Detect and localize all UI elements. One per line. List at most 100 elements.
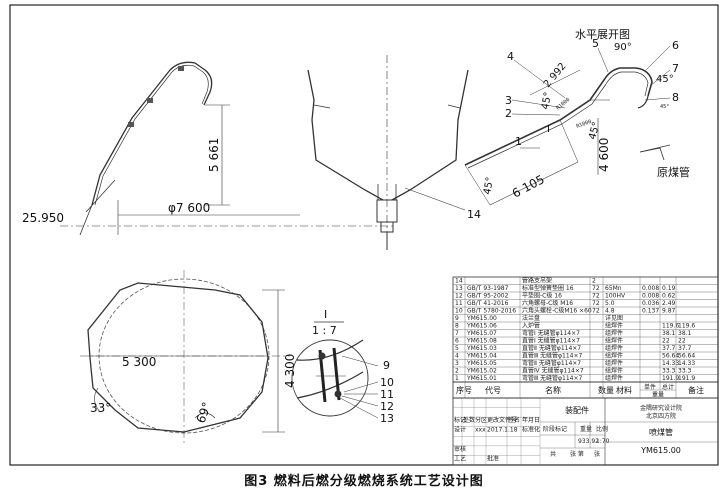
bom-seq: 1 xyxy=(455,375,459,382)
bom-seq: 3 xyxy=(455,360,459,367)
scale-label: 比例 xyxy=(596,425,608,433)
dev-dim-r1000a: R1000 xyxy=(555,97,571,112)
elevation-dim: 25.950 xyxy=(22,211,64,225)
height-dim-5661: 5 661 xyxy=(207,138,221,172)
bom-extra-weight: 14.33 xyxy=(678,360,695,367)
bom-code: YM615.04 xyxy=(466,353,497,360)
dev-dim-45c: 45° xyxy=(656,74,674,85)
bom-header-single: 单件 xyxy=(644,383,656,391)
sign-header: 年月日 xyxy=(522,416,540,424)
bom-material: 65Mn xyxy=(605,285,622,292)
dev-pipe-inner xyxy=(467,71,649,169)
callout-11: 11 xyxy=(380,388,394,401)
design-date: 2017.1.18 xyxy=(487,427,518,434)
figure-caption: 图3 燃料后燃分级燃烧系统工艺设计图 xyxy=(244,474,484,489)
scale-value: 1:70 xyxy=(596,438,610,445)
bom-unit-weight: 0.137 xyxy=(642,308,659,315)
bom-name: 法兰盘 xyxy=(522,314,540,322)
bom-qty: 72 xyxy=(592,300,600,307)
bom-seq: 5 xyxy=(455,345,459,352)
bom-material: 100HV xyxy=(605,293,626,300)
detail-circle xyxy=(291,339,369,417)
bom-name: 平垫圈-C级 16 xyxy=(522,292,562,300)
bom-type: 组焊件 xyxy=(605,374,623,382)
detail-bolt-top xyxy=(318,352,326,360)
bom-name: 直管Ⅰ 无缝管φ114×7 xyxy=(522,337,580,345)
callout-14: 14 xyxy=(467,208,481,221)
sign-header: 处数 xyxy=(463,416,475,424)
bom-name: 直管Ⅱ 无缝管φ114×7 xyxy=(522,344,581,352)
bom-unit-weight: 0.036 xyxy=(642,300,659,307)
bom-code: YM615.02 xyxy=(466,368,497,375)
side-elevation-view xyxy=(307,55,469,250)
front-pipe-inner xyxy=(94,64,209,206)
bom-name: 标准型弹簧垫圈 16 xyxy=(522,284,574,292)
bom-seq: 7 xyxy=(455,330,459,337)
bom-seq: 4 xyxy=(455,353,459,360)
sheet-no-label: 张 第 xyxy=(570,450,584,458)
front-support-a xyxy=(85,179,116,213)
bom-code: GB/T 93-1987 xyxy=(467,285,509,292)
plan-width-dim: 5 300 xyxy=(122,355,156,369)
bom-seq: 8 xyxy=(455,323,459,330)
weight-value: 933.92 xyxy=(578,438,599,445)
bom-type: 组焊件 xyxy=(605,352,623,360)
bom-extra-weight: 119.6 xyxy=(678,323,695,330)
bom-material: 4.8 xyxy=(605,308,615,315)
bom-unit-weight: 0.008 xyxy=(642,285,659,292)
raw-pipe-label: 原煤管 xyxy=(657,165,690,179)
callout-6: 6 xyxy=(672,39,679,52)
bom-header-total: 总计 xyxy=(662,383,674,391)
callout-3: 3 xyxy=(505,94,512,107)
detail-pipe-lower xyxy=(296,371,364,399)
detail-bolt-bottom xyxy=(334,390,342,398)
dev-dim-45a: 45° xyxy=(540,91,554,110)
bom-total-weight: 191.9 xyxy=(662,375,679,382)
callout-7: 7 xyxy=(672,62,679,75)
bom-material: 5.0 xyxy=(605,300,615,307)
sign-header: 签名 xyxy=(508,416,520,424)
bom-type: 组焊件 xyxy=(605,359,623,367)
bom-total-weight: 0.62 xyxy=(662,293,676,300)
company-subname: 北京四方院 xyxy=(646,412,676,420)
callout-4: 4 xyxy=(507,50,514,63)
bom-code: YM615.03 xyxy=(466,345,497,352)
bom-seq: 6 xyxy=(455,338,459,345)
bom-qty: 72 xyxy=(592,293,600,300)
detail-callouts xyxy=(339,355,379,419)
detail-pipe-upper xyxy=(296,339,364,361)
side-pipe-left xyxy=(307,69,384,201)
front-dimensions xyxy=(60,104,395,235)
callout-2: 2 xyxy=(505,107,512,120)
bom-name: 六角头螺栓-C级M16 ×60 xyxy=(522,307,592,315)
bom-header-material: 材料 xyxy=(616,385,632,395)
front-elevation-view xyxy=(79,61,213,236)
diameter-dim: φ7 600 xyxy=(168,201,210,215)
bom-type: 组焊件 xyxy=(605,322,623,330)
bom-code: YM615.01 xyxy=(466,375,497,382)
bom-type: 组焊件 xyxy=(605,367,623,375)
bom-seq: 10 xyxy=(455,308,463,315)
bom-code: YM615.05 xyxy=(466,360,497,367)
plan-height-dim: 4 300 xyxy=(283,354,297,388)
bom-total-weight: 33.3 xyxy=(662,368,676,375)
bom-seq: 9 xyxy=(455,315,459,322)
leader-14 xyxy=(404,187,466,211)
plan-angle-33: 33° xyxy=(90,401,111,415)
callout-12: 12 xyxy=(380,400,394,413)
drawing-name: 喷煤管 xyxy=(649,427,673,437)
development-view xyxy=(464,67,671,206)
process-label: 工艺 xyxy=(454,454,466,462)
bom-name: 入炉管 xyxy=(522,322,540,330)
